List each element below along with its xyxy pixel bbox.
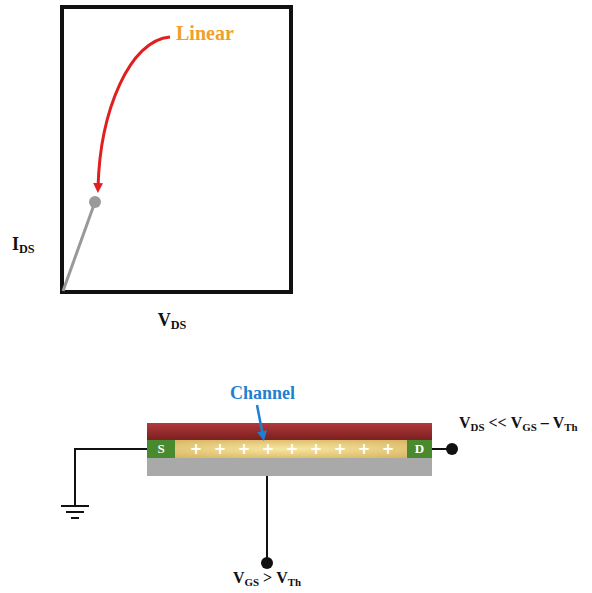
- terminal-region: S: [147, 440, 175, 458]
- region-label: Linear: [176, 22, 234, 45]
- charge-sign: +: [238, 440, 251, 458]
- axis-label-part: I: [12, 234, 19, 254]
- axis-label: VDS: [158, 310, 187, 333]
- source-wire: [75, 449, 147, 506]
- condition-label: VDS<<VGS–VTh: [459, 414, 578, 433]
- gate-terminal: [261, 557, 273, 569]
- condition-label-part: GS: [522, 421, 537, 433]
- channel-label: Channel: [230, 383, 295, 404]
- drain-terminal: [446, 443, 458, 455]
- region-label-part: Linear: [176, 22, 234, 44]
- condition-label-part: Th: [564, 421, 577, 433]
- terminal-letter: S: [157, 441, 164, 457]
- charge-sign: +: [358, 440, 371, 458]
- terminal-region: D: [407, 440, 432, 458]
- condition-label-part: Th: [288, 576, 301, 588]
- condition-label-part: V: [553, 414, 565, 431]
- axis-label-part: V: [158, 310, 171, 330]
- condition-label: VGS>VTh: [233, 569, 301, 588]
- terminal-letter: D: [415, 441, 424, 457]
- charge-sign: +: [334, 440, 347, 458]
- condition-label-part: V: [276, 569, 288, 586]
- ground-symbol: [61, 505, 89, 507]
- charge-sign: +: [286, 440, 299, 458]
- channel-leader: [257, 405, 263, 436]
- ground-symbol: [66, 511, 84, 513]
- condition-label-part: GS: [245, 576, 260, 588]
- charge-sign: +: [310, 440, 323, 458]
- charge-sign: +: [214, 440, 227, 458]
- iv-curve: [63, 202, 95, 291]
- axis-label: IDS: [12, 234, 35, 257]
- charge-sign: +: [262, 440, 275, 458]
- condition-label-part: DS: [471, 421, 485, 433]
- operating-point: [89, 196, 101, 208]
- axis-label-part: DS: [171, 318, 187, 332]
- channel-region: [147, 440, 432, 458]
- plot-frame: [62, 7, 291, 292]
- charge-sign: +: [382, 440, 395, 458]
- condition-label-part: >: [263, 569, 272, 586]
- gate-wire: [266, 476, 268, 563]
- channel-label-part: Channel: [230, 383, 295, 403]
- condition-label-part: V: [511, 414, 523, 431]
- charge-sign: +: [190, 440, 203, 458]
- axis-label-part: DS: [19, 242, 35, 256]
- callout-arrow: [98, 37, 170, 188]
- condition-label-part: V: [233, 569, 245, 586]
- substrate: [147, 458, 432, 476]
- condition-label-part: –: [541, 414, 549, 431]
- condition-label-part: V: [459, 414, 471, 431]
- ground-symbol: [71, 517, 79, 519]
- gate-layer: [147, 423, 432, 440]
- condition-label-part: <<: [488, 414, 506, 431]
